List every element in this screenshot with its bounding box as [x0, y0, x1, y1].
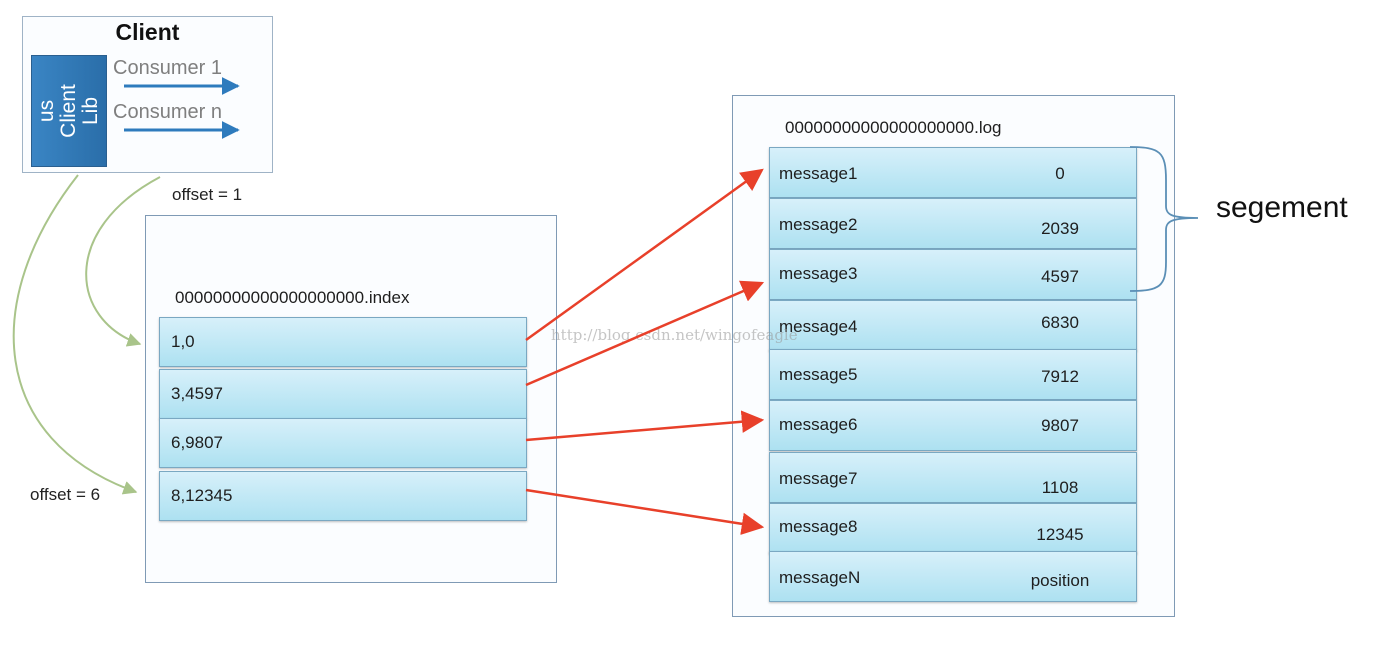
message-name: message4 [779, 317, 858, 336]
message-position: 7912 [1041, 367, 1079, 386]
pointer-arrow-message8 [525, 488, 765, 535]
message-position: 2039 [1041, 219, 1079, 238]
pointer-arrow-message1 [525, 168, 764, 342]
message-name: message8 [779, 517, 858, 536]
message-position: 4597 [1041, 267, 1079, 286]
pointer-arrow-message3 [525, 280, 765, 387]
client-title: Client [115, 19, 180, 45]
log-message-row: message3 4597 [769, 249, 1137, 300]
index-entry-text: 8,12345 [171, 486, 233, 505]
pointer-arrow-message6 [525, 410, 765, 442]
log-message-row: messageN position [769, 551, 1137, 602]
index-entry: 1,0 [159, 317, 527, 367]
message-position: 9807 [1041, 416, 1079, 435]
log-file-box: 00000000000000000000.log message1 0 mess… [732, 95, 1175, 617]
log-message-row: message6 9807 [769, 400, 1137, 451]
consumer-1-label: Consumer 1 [113, 57, 222, 79]
log-message-row: message2 2039 [769, 198, 1137, 249]
log-file-name: 00000000000000000000.log [785, 118, 1002, 137]
message-name: messageN [779, 568, 861, 587]
message-position: 12345 [1036, 525, 1084, 544]
log-message-row: message8 12345 [769, 503, 1137, 554]
offset-6-curve [12, 174, 138, 495]
offset-6-label: offset = 6 [30, 485, 101, 504]
index-entry: 8,12345 [159, 471, 527, 521]
segment-brace [1129, 146, 1199, 292]
index-entry-text: 6,9807 [171, 433, 223, 452]
offset-1-curve [85, 176, 161, 347]
message-position: 6830 [1041, 313, 1079, 332]
index-entry: 3,4597 [159, 369, 527, 419]
message-name: message2 [779, 215, 858, 234]
log-message-row: message7 1108 [769, 452, 1137, 503]
index-entry: 6,9807 [159, 418, 527, 468]
client-lib-block: us Client Lib [31, 55, 107, 167]
message-position: 1108 [1041, 478, 1079, 497]
message-position: position [1030, 571, 1090, 590]
consumer-n-label: Consumer n [113, 101, 222, 123]
message-name: message6 [779, 415, 858, 434]
index-entry-text: 1,0 [171, 332, 195, 351]
message-name: message5 [779, 365, 858, 384]
offset-1-label: offset = 1 [172, 185, 243, 204]
message-position: 0 [1055, 164, 1065, 183]
index-file-name: 00000000000000000000.index [175, 288, 410, 307]
log-message-row: message1 0 [769, 147, 1137, 198]
log-message-row: message5 7912 [769, 349, 1137, 400]
index-file-box: 00000000000000000000.index 1,0 3,4597 6,… [145, 215, 557, 583]
watermark-text: http://blog.csdn.net/wingofeagle [551, 326, 798, 344]
message-name: message7 [779, 469, 858, 488]
message-name: message1 [779, 164, 858, 183]
index-entry-text: 3,4597 [171, 384, 223, 403]
message-name: message3 [779, 264, 858, 283]
segment-label: segement [1216, 191, 1348, 224]
log-message-row: message4 6830 [769, 300, 1137, 351]
